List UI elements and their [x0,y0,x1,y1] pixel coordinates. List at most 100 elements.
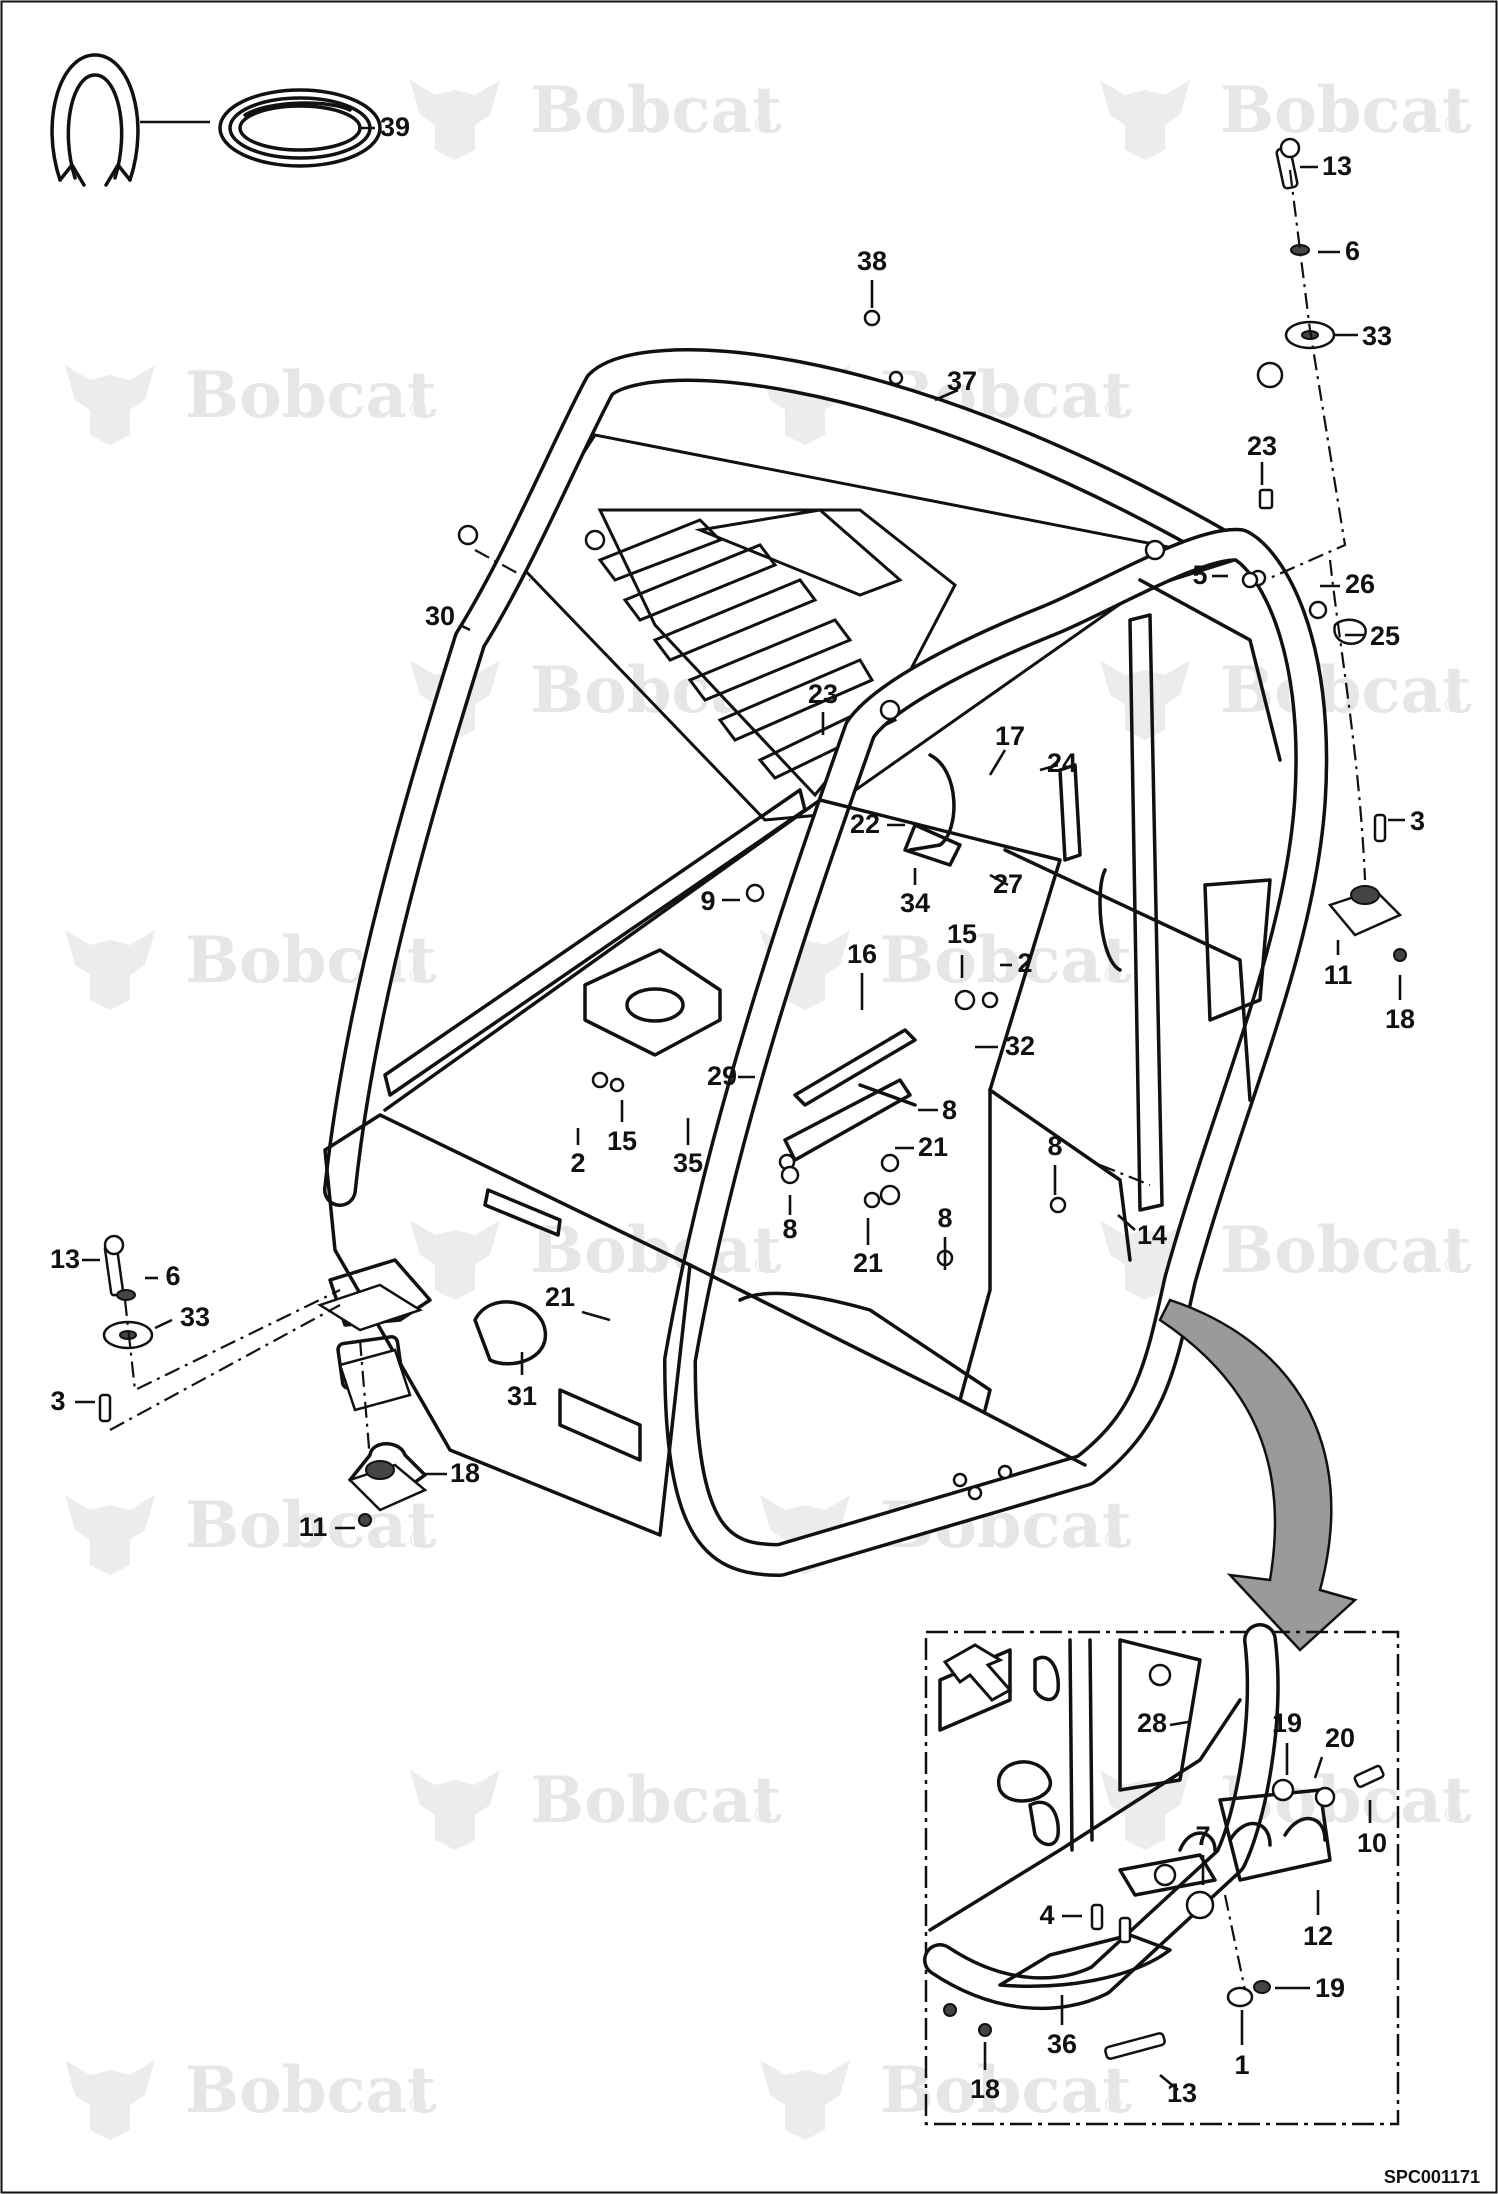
callout-number: 22 [850,809,880,839]
callout-number: 8 [942,1095,957,1125]
watermark-registered-mark: ® [1442,693,1464,718]
callout-number: 18 [970,2074,1000,2104]
watermark: Bobcat® [1100,1763,1472,1850]
part-callout-13: 13 [50,1244,100,1274]
part-callout-21: 21 [545,1282,611,1322]
watermark-text: Bobcat [185,2053,437,2128]
callout-number: 8 [937,1203,952,1233]
watermark-text: Bobcat [1220,73,1472,148]
part-callout-37: 37 [934,366,977,402]
part-callout-6: 6 [1318,236,1360,266]
callout-number: 3 [1410,806,1425,836]
figure-id: SPC001171 [1384,2167,1480,2187]
callout-number: 35 [673,1148,703,1178]
part-callout-19: 19 [1272,1708,1302,1775]
watermark-registered-mark: ® [1442,113,1464,138]
part-callout-23: 23 [1247,431,1277,485]
part-callout-24: 24 [1039,748,1077,778]
callout-number: 13 [1322,151,1352,181]
watermark-registered-mark: ® [1102,1528,1124,1553]
bobcat-logo-icon [1100,1220,1190,1300]
callout-number: 23 [1247,431,1277,461]
part-callout-21: 21 [853,1218,883,1278]
callout-leader-line [989,873,1009,887]
part-callout-18: 18 [1385,975,1415,1034]
watermark: Bobcat® [65,2053,437,2140]
callout-leader-line [1313,1756,1324,1779]
part-callout-2: 2 [1000,948,1033,978]
part-callout-18: 18 [970,2042,1000,2104]
callout-number: 19 [1315,1973,1345,2003]
watermark: Bobcat® [1100,73,1472,160]
callout-number: 28 [1137,1708,1167,1738]
callout-number: 29 [707,1061,737,1091]
callout-leader-line [1117,1214,1136,1231]
cab-frame [323,348,1329,1577]
callout-number: 9 [700,886,715,916]
part-callout-8: 8 [937,1203,953,1270]
part-callout-13: 13 [1159,2074,1197,2108]
part-callout-32: 32 [975,1031,1035,1061]
part-callout-23: 23 [808,679,838,735]
callout-number: 21 [545,1282,575,1312]
callout-number: 12 [1303,1921,1333,1951]
part-callout-26: 26 [1320,569,1375,599]
watermark-registered-mark: ® [407,963,429,988]
part-callout-17: 17 [988,721,1025,776]
callout-number: 27 [993,869,1023,899]
watermark-text: Bobcat [530,1213,782,1288]
callout-number: 31 [507,1381,537,1411]
callout-number: 2 [1017,948,1032,978]
bobcat-logo-icon [410,80,500,160]
watermark-text: Bobcat [530,73,782,148]
watermark: Bobcat® [65,358,437,445]
bobcat-logo-icon [65,2060,155,2140]
seal-trim [50,53,140,187]
callout-number: 17 [995,721,1025,751]
watermark-registered-mark: ® [1442,1803,1464,1828]
part-callout-3: 3 [50,1386,95,1416]
callout-number: 15 [947,919,977,949]
callout-number: 3 [50,1386,65,1416]
part-callout-29: 29 [707,1061,755,1091]
seal-coil [218,88,382,168]
part-callout-5: 5 [1192,560,1228,590]
part-callout-6: 6 [145,1261,181,1291]
watermark-text: Bobcat [880,2053,1132,2128]
part-callout-31: 31 [507,1352,537,1411]
watermark: Bobcat® [760,2053,1132,2140]
callout-number: 34 [900,888,930,918]
watermark-text: Bobcat [185,358,437,433]
callout-number: 8 [1047,1131,1062,1161]
bobcat-logo-icon [410,1220,500,1300]
bobcat-logo-icon [1100,660,1190,740]
part-callout-28: 28 [1137,1708,1189,1738]
callout-number: 21 [918,1132,948,1162]
watermark-text: Bobcat [880,923,1132,998]
part-callout-16: 16 [847,939,877,1010]
watermark-text: Bobcat [530,1763,782,1838]
callout-number: 7 [1195,1821,1210,1851]
callout-number: 13 [50,1244,80,1274]
watermark: Bobcat® [410,73,782,160]
callout-number: 19 [1272,1708,1302,1738]
part-callout-18: 18 [425,1458,480,1488]
part-callout-11: 11 [299,1512,355,1542]
part-callout-12: 12 [1303,1890,1333,1951]
part-callout-30: 30 [425,601,471,632]
callout-number: 37 [947,366,977,396]
part-callout-19: 19 [1275,1973,1345,2003]
callout-number: 8 [782,1214,797,1244]
callout-number: 16 [847,939,877,969]
part-callout-2: 2 [570,1128,586,1178]
callout-number: 38 [857,246,887,276]
part-callout-3: 3 [1388,806,1425,836]
callout-leader-line [459,623,471,632]
callout-number: 23 [808,679,838,709]
watermark: Bobcat® [410,1213,782,1300]
part-callout-14: 14 [1117,1214,1167,1250]
part-callout-15: 15 [607,1100,637,1156]
